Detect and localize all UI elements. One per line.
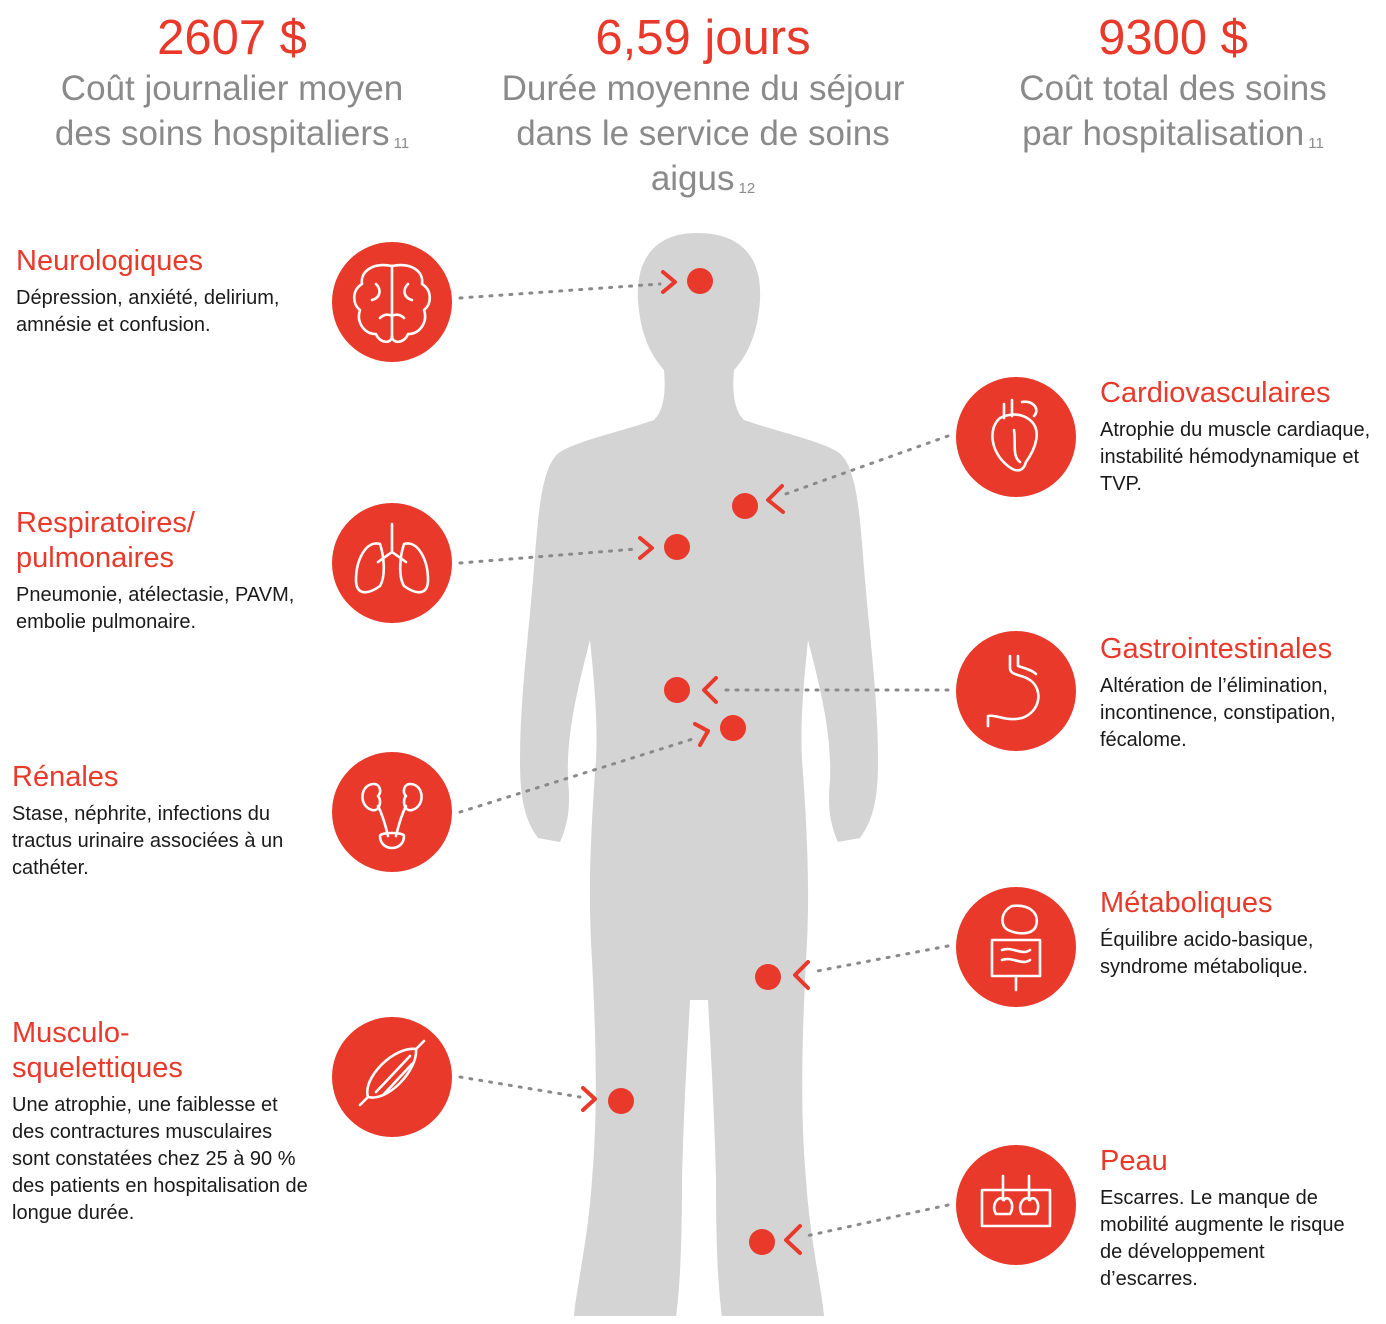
category-title: Musculo-squelettiques [12, 1017, 183, 1084]
stat-label-line: Coût journalier moyen [60, 69, 404, 108]
category-cardiovasculaires: Cardiovasculaires Atrophie du muscle car… [1100, 376, 1380, 498]
connector-meta [755, 944, 950, 990]
category-peau: Peau Escarres. Le manque de mobilité aug… [1100, 1144, 1362, 1293]
category-title: Respiratoires/ pulmonaires [16, 507, 195, 574]
category-respiratoires: Respiratoires/ pulmonaires Pneumonie, at… [16, 506, 316, 636]
category-description: Altération de l’élimination, incontinenc… [1100, 675, 1336, 751]
lungs-icon [332, 503, 452, 623]
category-description: Pneumonie, atélectasie, PAVM, embolie pu… [16, 584, 295, 633]
connector-skin [749, 1203, 950, 1255]
stat-label: Durée moyenne du séjour dans le service … [470, 66, 936, 201]
connector-cardio [732, 434, 950, 519]
category-description: Dépression, anxiété, delirium, amnésie e… [16, 287, 280, 336]
stat-label: Coût journalier moyen des soins hospital… [16, 66, 448, 156]
stat-length-of-stay: 6,59 jours Durée moyenne du séjour dans … [470, 10, 936, 201]
stat-label-line: des soins hospitaliers [54, 114, 390, 153]
stat-daily-cost: 2607 $ Coût journalier moyen des soins h… [16, 10, 448, 156]
stat-label: Coût total des soins par hospitalisation… [972, 66, 1374, 156]
skin-icon [956, 1145, 1076, 1265]
stat-total-cost: 9300 $ Coût total des soins par hospital… [972, 10, 1374, 156]
connector-resp [458, 534, 690, 565]
footnote-ref: 11 [1308, 135, 1324, 152]
stat-value: 2607 $ [157, 11, 307, 65]
category-metaboliques: Métaboliques Équilibre acido-basique, sy… [1100, 886, 1380, 981]
footnote-ref: 11 [393, 135, 410, 152]
category-title: Neurologiques [16, 245, 204, 277]
stat-value: 6,59 jours [595, 11, 811, 65]
category-title: Métaboliques [1100, 887, 1273, 919]
category-title: Gastrointestinales [1100, 633, 1333, 665]
stat-label-line: Durée moyenne du séjour [501, 69, 905, 108]
category-gastrointestinales: Gastrointestinales Altération de l’élimi… [1100, 632, 1384, 754]
human-body-silhouette [520, 233, 878, 1316]
stat-label-line: dans le service de soins [516, 114, 890, 153]
brain-icon [332, 242, 452, 362]
category-renales: Rénales Stase, néphrite, infections du t… [12, 760, 302, 882]
stomach-icon [956, 631, 1076, 751]
category-description: Stase, néphrite, infections du tractus u… [12, 803, 284, 879]
stat-label-line: aigus [650, 159, 735, 198]
category-description: Atrophie du muscle cardiaque, instabilit… [1100, 419, 1371, 495]
stat-label-line: par hospitalisation [1022, 114, 1305, 153]
footnote-ref: 12 [738, 180, 756, 197]
connector-renal [458, 715, 746, 814]
category-description: Une atrophie, une faiblesse et des contr… [12, 1094, 308, 1224]
category-neurologiques: Neurologiques Dépression, anxiété, delir… [16, 244, 306, 339]
category-title: Peau [1100, 1145, 1168, 1177]
heart-icon [956, 377, 1076, 497]
stat-label-line: Coût total des soins [1019, 69, 1327, 108]
kidneys-icon [332, 752, 452, 872]
category-title: Rénales [12, 761, 119, 793]
connector-gastro [664, 676, 950, 704]
connector-neuro [458, 268, 713, 300]
category-musculo-squelettiques: Musculo-squelettiques Une atrophie, une … [12, 1016, 308, 1227]
connector-musc [458, 1075, 634, 1114]
intestines-icon [956, 887, 1076, 1007]
category-title: Cardiovasculaires [1100, 377, 1331, 409]
category-description: Équilibre acido-basique, syndrome métabo… [1100, 929, 1314, 978]
category-description: Escarres. Le manque de mobilité augmente… [1100, 1187, 1345, 1290]
stat-value: 9300 $ [1098, 11, 1248, 65]
muscle-icon [332, 1017, 452, 1137]
